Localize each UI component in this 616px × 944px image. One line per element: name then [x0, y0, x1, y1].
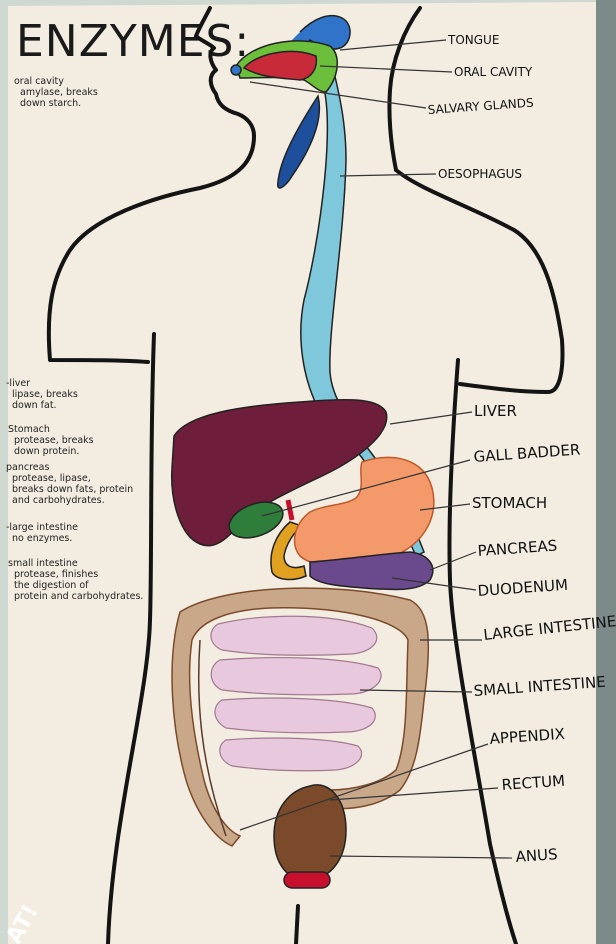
enzyme-note-line: -large intestine	[6, 522, 78, 533]
enzyme-note-line: Stomach	[8, 424, 50, 435]
enzyme-note-line: down fat.	[12, 400, 57, 411]
enzyme-note-line: protease, finishes	[14, 569, 98, 580]
enzyme-note: -large intestineno enzymes.	[6, 522, 78, 544]
anus	[284, 872, 330, 888]
enzyme-note-line: down protein.	[14, 446, 79, 457]
lip	[231, 65, 241, 75]
enzyme-note-line: no enzymes.	[12, 533, 72, 544]
enzyme-note-line: protease, lipase,	[12, 473, 91, 484]
enzyme-note-line: -liver	[6, 378, 30, 389]
enzyme-note-line: breaks down fats, protein	[12, 484, 133, 495]
enzyme-note-line: oral cavity	[14, 76, 64, 87]
enzyme-note-line: the digestion of	[14, 580, 89, 591]
enzyme-note-line: protease, breaks	[14, 435, 94, 446]
label-oesophagus: OESOPHAGUS	[438, 167, 522, 181]
label-liver: LIVER	[474, 402, 517, 420]
enzyme-note-line: and carbohydrates.	[12, 495, 105, 506]
enzyme-note-line: lipase, breaks	[12, 389, 78, 400]
enzyme-note-line: small intestine	[8, 558, 78, 569]
enzyme-note-line: down starch.	[20, 98, 81, 109]
enzyme-note-line: amylase, breaks	[20, 87, 98, 98]
label-oral-cavity: ORAL CAVITY	[454, 65, 533, 79]
enzyme-note-line: pancreas	[6, 462, 49, 473]
label-stomach: STOMACH	[472, 494, 547, 512]
paper-shadow	[596, 0, 616, 944]
label-anus: ANUS	[515, 845, 558, 866]
poster-title: ENZYMES:	[16, 16, 250, 67]
label-tongue: TONGUE	[447, 33, 499, 47]
enzyme-note-line: protein and carbohydrates.	[14, 591, 143, 602]
